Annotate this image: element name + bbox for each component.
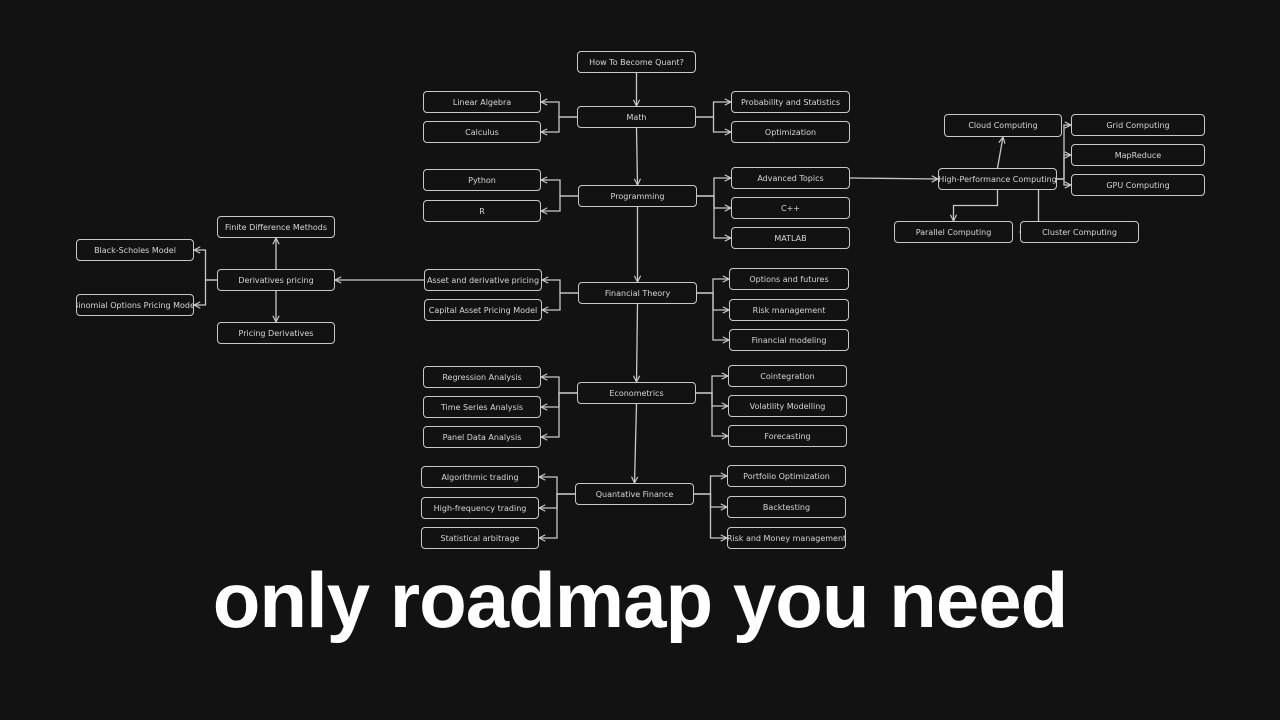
connector-math-optim [696,116,731,132]
connector-fintheory-options [697,279,729,294]
node-finitediff: Finite Difference Methods [217,216,335,238]
node-risk: Risk management [729,299,849,321]
connector-quantfin-portfolio [694,476,727,495]
caption-title: only roadmap you need [212,556,1068,644]
connector-quantfin-statarb [539,493,575,538]
connector-programming-adv [697,178,731,197]
connector-fintheory-finmodel [697,292,729,340]
node-grid: Grid Computing [1071,114,1205,136]
node-calculus: Calculus [423,121,541,143]
connector-hpc-gpu [1057,178,1071,185]
node-panel: Panel Data Analysis [423,426,541,448]
node-finmodel: Financial modeling [729,329,849,351]
connector-math-calculus [541,116,577,132]
node-python: Python [423,169,541,191]
connector-programming-python [541,180,578,197]
connector-fintheory-capm [542,292,578,310]
node-capm: Capital Asset Pricing Model [424,299,542,321]
connector-programming-matlab [697,195,731,238]
node-options: Options and futures [729,268,849,290]
node-regression: Regression Analysis [423,366,541,388]
node-prob: Probability and Statistics [731,91,850,113]
connector-hpc-mapreduce [1057,155,1071,180]
connector-math-programming [637,127,638,185]
connector-fintheory-econ [637,303,638,382]
connector-fintheory-asset [542,280,578,294]
node-hpc: High-Performance Computing [938,168,1057,190]
node-asset: Asset and derivative pricing [424,269,542,291]
node-derivpricing: Derivatives pricing [217,269,335,291]
connector-econ-regression [541,377,577,394]
connector-hpc-cloud [996,137,1004,169]
node-portfolio: Portfolio Optimization [727,465,846,487]
node-parallel: Parallel Computing [894,221,1013,243]
node-quantfin: Quantative Finance [575,483,694,505]
node-matlab: MATLAB [731,227,850,249]
node-mapreduce: MapReduce [1071,144,1205,166]
node-r: R [423,200,541,222]
connector-derivpricing-binomial [194,279,217,305]
connector-econ-forecast [696,392,728,436]
connector-math-prob [696,102,731,118]
node-statarb: Statistical arbitrage [421,527,539,549]
node-programming: Programming [578,185,697,207]
node-optim: Optimization [731,121,850,143]
node-riskmoney: Risk and Money management [727,527,846,549]
connector-adv-hpc [849,178,938,179]
node-coint: Cointegration [728,365,847,387]
connector-derivpricing-blackscholes [194,250,217,281]
node-forecast: Forecasting [728,425,847,447]
node-vol: Volatility Modelling [728,395,847,417]
node-timeseries: Time Series Analysis [423,396,541,418]
connector-hpc-parallel [954,190,999,221]
node-gpu: GPU Computing [1071,174,1205,196]
node-linalg: Linear Algebra [423,91,541,113]
connector-quantfin-riskmoney [694,493,727,538]
node-algo: Algorithmic trading [421,466,539,488]
node-root: How To Become Quant? [577,51,696,73]
node-math: Math [577,106,696,128]
node-binomial: Binomial Options Pricing Model [76,294,194,316]
node-cluster: Cluster Computing [1020,221,1139,243]
node-cpp: C++ [731,197,850,219]
node-adv: Advanced Topics [731,167,850,189]
node-pricingderiv: Pricing Derivatives [217,322,335,344]
connector-econ-panel [541,392,577,437]
connector-quantfin-algo [539,477,575,495]
connector-programming-r [541,195,578,211]
node-fintheory: Financial Theory [578,282,697,304]
node-blackscholes: Black-Scholes Model [76,239,194,261]
node-backtest: Backtesting [727,496,846,518]
node-hft: High-frequency trading [421,497,539,519]
connector-econ-quantfin [635,403,637,483]
node-econ: Econometrics [577,382,696,404]
connector-econ-coint [696,376,728,394]
connector-math-linalg [541,102,577,118]
node-cloud: Cloud Computing [944,114,1062,137]
